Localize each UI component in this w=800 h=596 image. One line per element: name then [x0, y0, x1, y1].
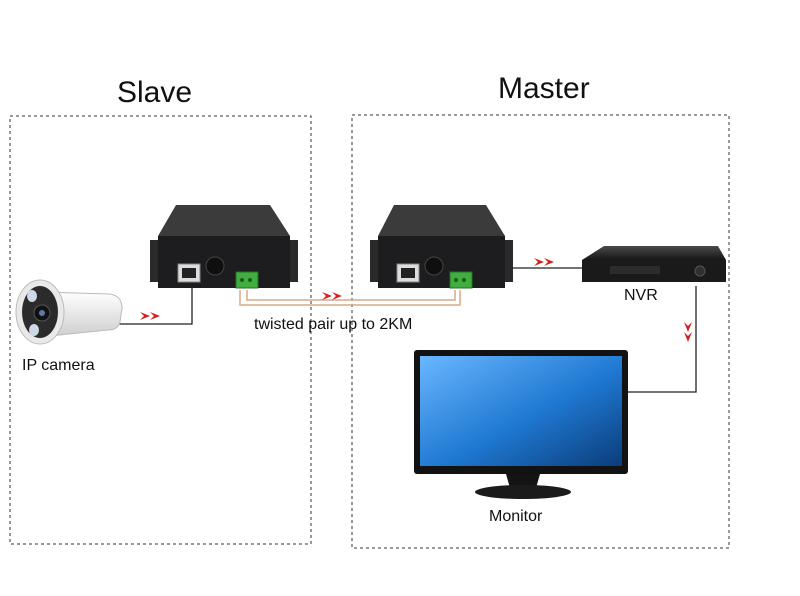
camera-icon: [15, 279, 123, 345]
arrow-right-icon: [136, 312, 160, 320]
slave-title: Slave: [117, 76, 193, 109]
camera-to-slave-cable: [108, 284, 193, 325]
master-section-box: [351, 114, 730, 549]
master-converter-icon: [370, 205, 513, 289]
arrow-right-icon-3: [530, 258, 554, 266]
twisted-pair-cable: [239, 290, 461, 306]
master-title: Master: [498, 72, 590, 105]
twisted-pair-label: twisted pair up to 2KM: [254, 316, 413, 333]
twisted-pair-cable-2: [246, 290, 456, 301]
slave-converter-icon: [150, 205, 298, 289]
nvr-icon: [582, 246, 726, 282]
nvr-label: NVR: [624, 287, 658, 304]
monitor-label: Monitor: [489, 508, 543, 525]
ip-camera-label: IP camera: [22, 357, 95, 374]
arrow-right-icon-2: [318, 292, 342, 300]
slave-section-box: [9, 115, 312, 545]
arrow-down-icon: [684, 318, 692, 342]
monitor-icon: [414, 350, 628, 499]
nvr-to-monitor-cable: [628, 286, 697, 393]
